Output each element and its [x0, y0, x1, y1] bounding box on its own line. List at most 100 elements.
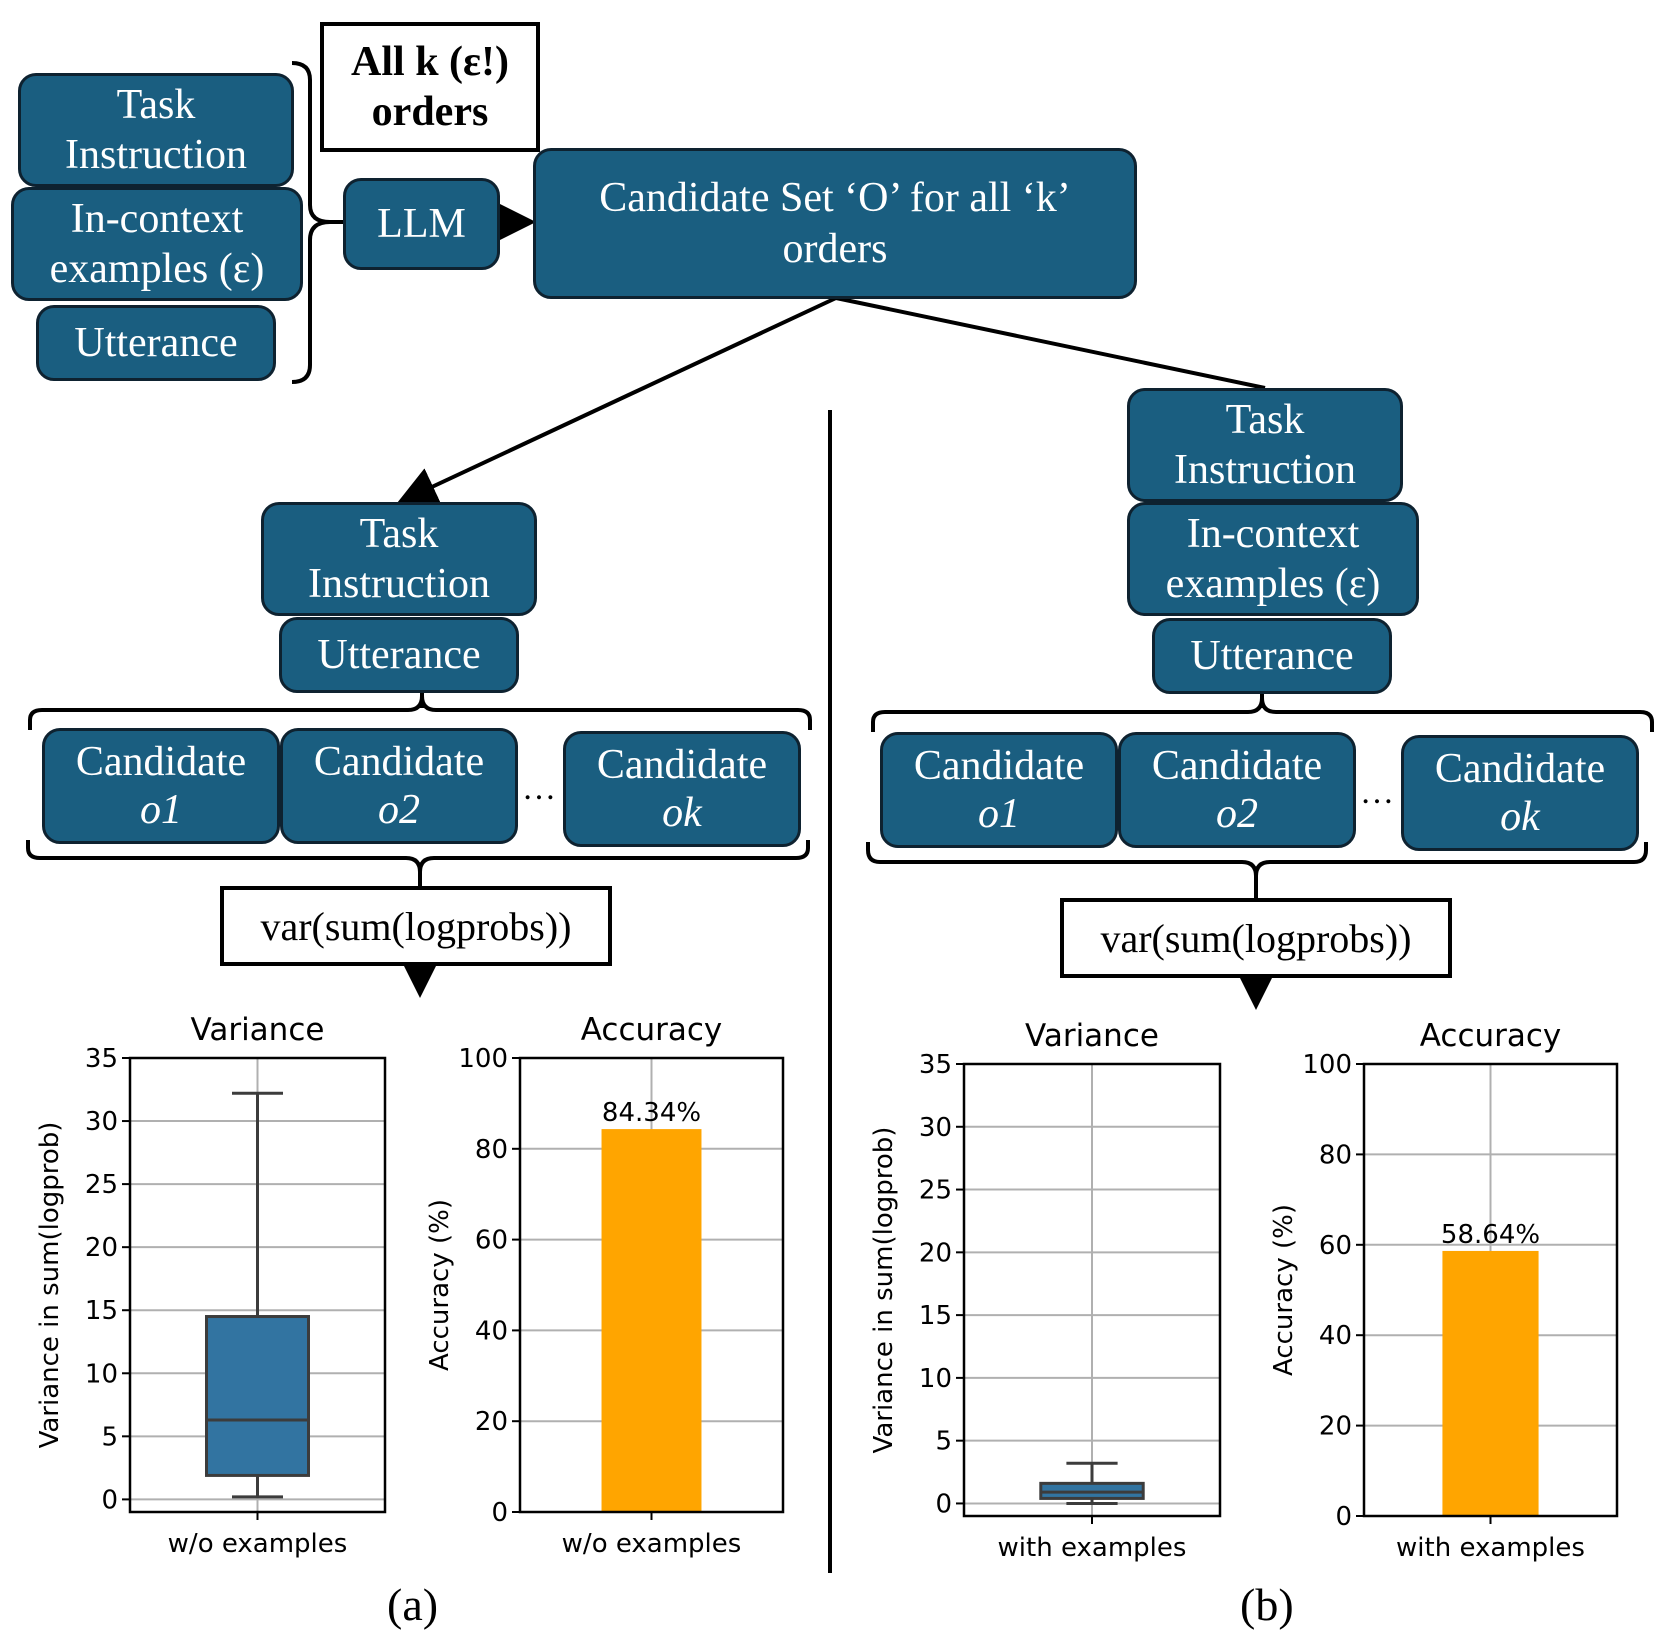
x-tick-label: w/o examples [168, 1529, 348, 1559]
y-tick-label: 20 [475, 1407, 508, 1437]
candidate-set-to-panel-a-arrow [396, 296, 837, 505]
panel-b-top-bracket [871, 697, 1654, 732]
panel-a-utterance-box: Utterance [279, 617, 519, 693]
y-axis-label: Accuracy (%) [1269, 1204, 1299, 1376]
top-in-context-examples-label: In-context examples (ε) [49, 195, 265, 292]
x-tick-label: w/o examples [562, 1529, 742, 1559]
top-task-instruction-label: Task Instruction [65, 81, 247, 178]
y-tick-label: 5 [101, 1422, 118, 1452]
y-tick-label: 35 [85, 1044, 118, 1074]
y-tick-label: 0 [101, 1485, 118, 1515]
candidate-set-label: Candidate Set ‘O’ for all ‘k’ orders [599, 175, 1071, 272]
y-tick-label: 20 [1319, 1412, 1352, 1442]
y-tick-label: 30 [85, 1107, 118, 1137]
top-utterance-label: Utterance [74, 319, 238, 366]
y-tick-label: 0 [1335, 1502, 1352, 1532]
candidate-label: Candidate [313, 738, 485, 785]
y-tick-label: 5 [935, 1427, 952, 1457]
llm-box: LLM [343, 178, 500, 270]
y-tick-label: 35 [919, 1050, 952, 1080]
bar-data-label: 84.34% [602, 1098, 701, 1128]
y-tick-label: 60 [1319, 1231, 1352, 1261]
y-tick-label: 80 [475, 1135, 508, 1165]
top-utterance-box: Utterance [36, 305, 276, 381]
candidate-label: Candidate [913, 742, 1085, 789]
panel-a-task-instruction-label: Task Instruction [308, 510, 490, 607]
panel-a-metric-label: var(sum(logprobs)) [260, 903, 572, 949]
chart-title: Accuracy [581, 1012, 723, 1048]
x-tick-label: with examples [1396, 1533, 1585, 1563]
box-iqr [205, 1315, 310, 1477]
candidate-label: Candidate [1434, 745, 1606, 792]
panel-a-task-instruction-box: Task Instruction [261, 502, 537, 616]
panel-b-caption: (b) [1240, 1579, 1294, 1630]
candidate-set-to-panel-b-connector [835, 296, 1266, 390]
llm-label: LLM [377, 200, 466, 247]
y-tick-label: 40 [1319, 1321, 1352, 1351]
panel-b-utterance-label: Utterance [1190, 632, 1354, 679]
y-tick-label: 25 [85, 1170, 118, 1200]
y-tick-label: 0 [935, 1489, 952, 1519]
panel-b-in-context-examples-label: In-context examples (ε) [1165, 510, 1381, 607]
panel-a-candidate-2: Candidate o2 [280, 728, 518, 844]
y-tick-label: 15 [919, 1301, 952, 1331]
bar [601, 1129, 702, 1512]
panel-b-candidate-1: Candidate o1 [880, 732, 1118, 848]
y-tick-label: 60 [475, 1226, 508, 1256]
panel-b-in-context-examples-box: In-context examples (ε) [1127, 502, 1419, 616]
panel-a-top-bracket [28, 695, 812, 730]
y-tick-label: 40 [475, 1316, 508, 1346]
panel-b-candidate-k: Candidate ok [1401, 735, 1639, 851]
candidate-sub: o1 [978, 791, 1020, 837]
y-axis-label: Variance in sum(logprob) [869, 1127, 899, 1454]
panel-b-metric-box: var(sum(logprobs)) [1060, 898, 1452, 978]
bar-data-label: 58.64% [1441, 1220, 1540, 1250]
y-tick-label: 25 [919, 1176, 952, 1206]
y-tick-label: 80 [1319, 1140, 1352, 1170]
panel-a-candidate-1: Candidate o1 [42, 728, 280, 844]
y-tick-label: 100 [458, 1044, 508, 1074]
y-tick-label: 20 [85, 1233, 118, 1263]
chart-title: Variance [1025, 1018, 1159, 1054]
panel-b-task-instruction-box: Task Instruction [1127, 388, 1403, 502]
candidate-set-box: Candidate Set ‘O’ for all ‘k’ orders [533, 148, 1137, 299]
y-tick-label: 10 [85, 1359, 118, 1389]
candidate-sub: ok [1500, 794, 1540, 840]
x-tick-label: with examples [998, 1533, 1187, 1563]
candidate-label: Candidate [1151, 742, 1323, 789]
y-tick-label: 15 [85, 1296, 118, 1326]
y-tick-label: 0 [491, 1498, 508, 1528]
panel-b-ellipsis: … [1360, 774, 1394, 811]
candidate-sub: o2 [1216, 791, 1258, 837]
y-tick-label: 20 [919, 1238, 952, 1268]
panel-a-utterance-label: Utterance [317, 631, 481, 678]
y-axis-label: Variance in sum(logprob) [35, 1122, 65, 1449]
panel-b-candidate-2: Candidate o2 [1118, 732, 1356, 848]
chart-title: Variance [191, 1012, 325, 1048]
bar [1442, 1250, 1539, 1516]
candidate-label: Candidate [596, 741, 768, 788]
panel-b-metric-label: var(sum(logprobs)) [1100, 915, 1412, 961]
panel-a-ellipsis: … [522, 770, 556, 807]
orders-label-box: All k (ε!) orders [320, 22, 540, 152]
y-tick-label: 100 [1302, 1050, 1352, 1080]
y-axis-label: Accuracy (%) [425, 1199, 455, 1371]
y-tick-label: 30 [919, 1113, 952, 1143]
panel-a-metric-box: var(sum(logprobs)) [220, 886, 612, 966]
candidate-label: Candidate [75, 738, 247, 785]
candidate-sub: o1 [140, 787, 182, 833]
candidate-sub: o2 [378, 787, 420, 833]
panel-b-task-instruction-label: Task Instruction [1174, 396, 1356, 493]
y-tick-label: 10 [919, 1364, 952, 1394]
panel-a-candidate-k: Candidate ok [563, 731, 801, 847]
candidate-sub: ok [662, 790, 702, 836]
orders-label: All k (ε!) orders [351, 38, 509, 135]
panel-a-caption: (a) [387, 1579, 439, 1630]
top-in-context-examples-box: In-context examples (ε) [11, 187, 303, 301]
top-task-instruction-box: Task Instruction [18, 73, 294, 187]
panel-b-utterance-box: Utterance [1152, 618, 1392, 694]
chart-title: Accuracy [1420, 1018, 1562, 1054]
